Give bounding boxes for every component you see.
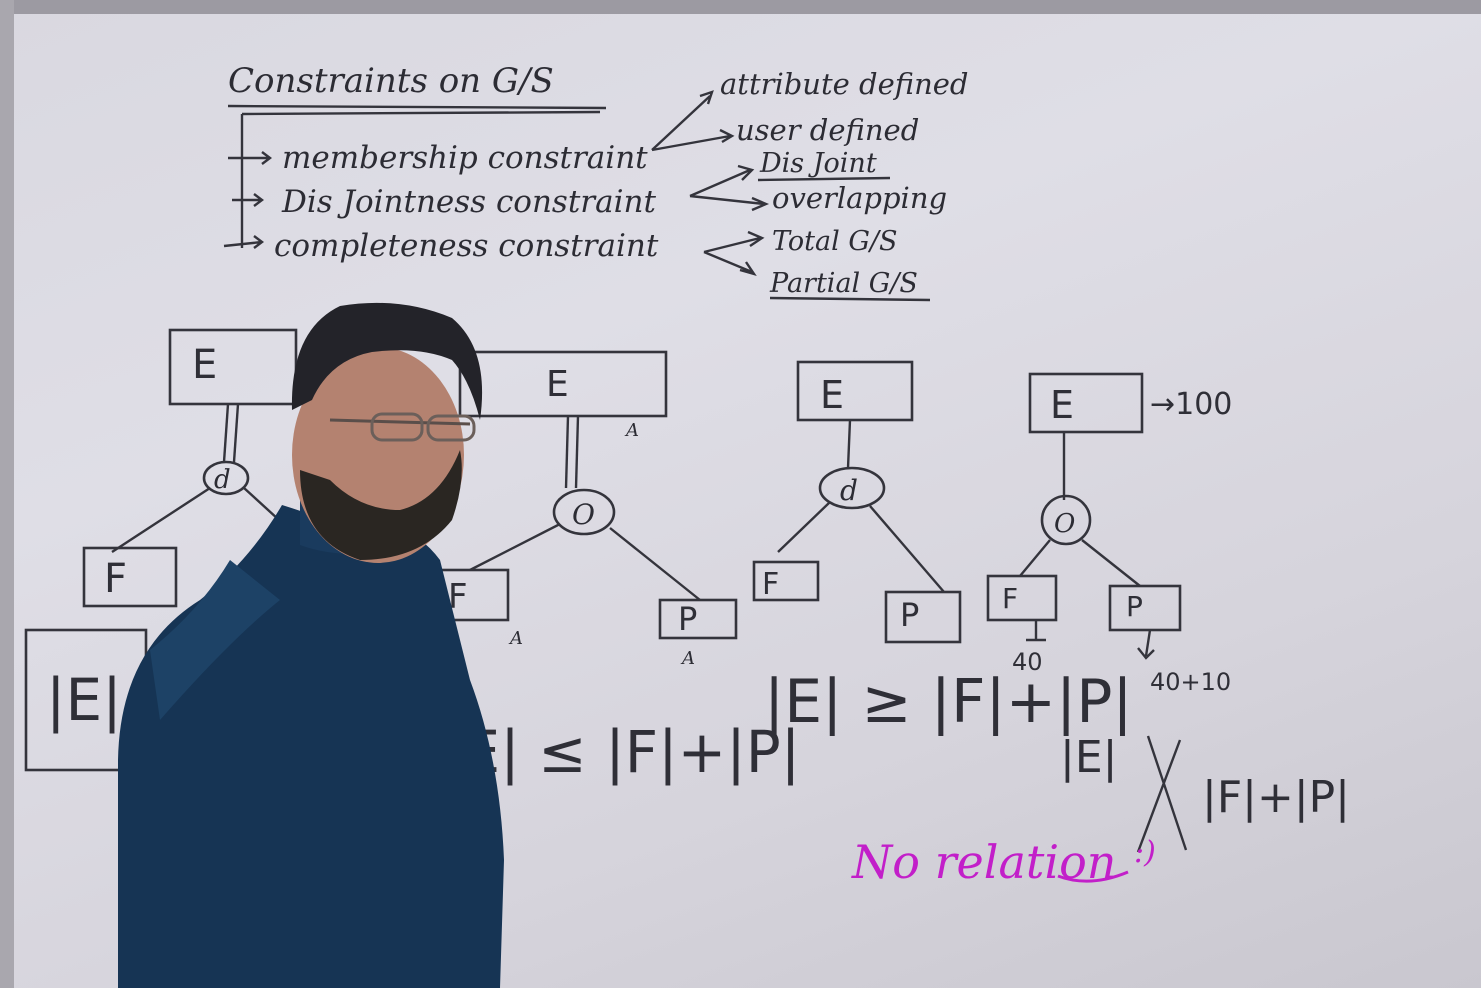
arrow-icon bbox=[223, 235, 264, 249]
underline bbox=[757, 176, 891, 182]
arrow-icon bbox=[651, 128, 735, 152]
option-disjoint: Dis Joint bbox=[759, 148, 877, 179]
subclass-label: P bbox=[900, 596, 919, 634]
branch-line bbox=[1019, 539, 1051, 577]
specialization-circle bbox=[552, 488, 616, 536]
mark-label: A bbox=[680, 648, 695, 669]
arrow-icon bbox=[1137, 629, 1155, 660]
total-line bbox=[574, 415, 580, 489]
entity-label: E bbox=[1050, 383, 1074, 427]
child-note: 40 bbox=[1012, 648, 1043, 676]
circle-label: O bbox=[1054, 509, 1075, 539]
branch-line bbox=[111, 486, 211, 554]
board-title: Constraints on G/S bbox=[228, 61, 554, 101]
not-related-cross bbox=[1136, 735, 1188, 853]
arrow-icon bbox=[651, 90, 714, 151]
entity-label: E bbox=[546, 364, 569, 405]
branch-line bbox=[1081, 539, 1141, 587]
option-overlapping: overlapping bbox=[772, 181, 947, 215]
specialization-circle bbox=[202, 460, 250, 496]
entity-box bbox=[1028, 372, 1144, 434]
branch-line bbox=[469, 522, 561, 572]
arrow-icon bbox=[232, 193, 264, 207]
subclass-box bbox=[752, 560, 820, 602]
board-frame-top bbox=[0, 0, 1481, 14]
subclass-label: F bbox=[448, 577, 468, 617]
annotation-smile-icon: :) bbox=[1134, 835, 1156, 870]
child-note: 40+10 bbox=[1150, 668, 1231, 696]
branch-line bbox=[609, 527, 701, 601]
subclass-box bbox=[986, 574, 1058, 622]
board-frame-left bbox=[0, 0, 14, 988]
formula-text: |E| ≥ |F|+|P| bbox=[764, 667, 1133, 737]
subclass-label: F bbox=[762, 567, 779, 602]
mark-label: A bbox=[508, 628, 523, 649]
title-underline bbox=[227, 104, 607, 110]
entity-box bbox=[168, 328, 298, 406]
total-line bbox=[222, 403, 230, 463]
subclass-box bbox=[1108, 584, 1182, 632]
arrow-icon bbox=[703, 230, 765, 254]
specialization-circle bbox=[1040, 494, 1092, 546]
underline bbox=[769, 296, 931, 302]
connector-line bbox=[846, 419, 852, 469]
subclass-box bbox=[82, 546, 178, 608]
entity-box bbox=[796, 360, 914, 422]
entity-label: E bbox=[820, 373, 844, 417]
option-partial: Partial G/S bbox=[769, 268, 918, 299]
mark-label: A bbox=[624, 420, 639, 441]
arrow-icon bbox=[1026, 620, 1046, 642]
circle-label: d bbox=[840, 474, 858, 507]
constraint-1-name: membership constraint bbox=[282, 140, 648, 176]
branch-line bbox=[777, 501, 831, 553]
subclass-label: F bbox=[104, 556, 127, 602]
presenter bbox=[118, 302, 504, 988]
constraint-2-name: Dis Jointness constraint bbox=[281, 184, 656, 220]
formula-right: |F|+|P| bbox=[1202, 772, 1350, 823]
formula-text: |E| ≤ |F|+|P| bbox=[444, 718, 800, 786]
option-total: Total G/S bbox=[772, 226, 898, 257]
entity-note: →100 bbox=[1150, 387, 1232, 422]
branch-line bbox=[869, 505, 945, 593]
option-user-defined: user defined bbox=[736, 113, 919, 147]
specialization-circle bbox=[818, 466, 886, 510]
circle-label: d bbox=[214, 465, 231, 495]
total-line bbox=[232, 403, 240, 463]
circle-label: O bbox=[572, 498, 595, 531]
subclass-label: F bbox=[1002, 582, 1018, 615]
subclass-box bbox=[884, 590, 962, 644]
constraint-3-name: completeness constraint bbox=[274, 228, 659, 264]
subclass-label: P bbox=[1126, 590, 1143, 623]
constraint-bracket bbox=[240, 110, 601, 248]
arrow-icon bbox=[228, 151, 272, 165]
arrow-icon bbox=[689, 194, 770, 212]
entity-label: E bbox=[192, 342, 217, 388]
arrow-icon bbox=[703, 250, 757, 277]
total-line bbox=[564, 415, 570, 489]
subclass-box bbox=[658, 598, 738, 640]
entity-box bbox=[458, 350, 668, 418]
formula-left: |E| bbox=[1060, 732, 1117, 783]
formula-text: |E| bbox=[46, 666, 122, 734]
arrow-icon bbox=[689, 164, 755, 198]
annotation-underline bbox=[1057, 870, 1129, 883]
option-attribute-defined: attribute defined bbox=[720, 67, 968, 101]
subclass-label: P bbox=[678, 600, 697, 638]
